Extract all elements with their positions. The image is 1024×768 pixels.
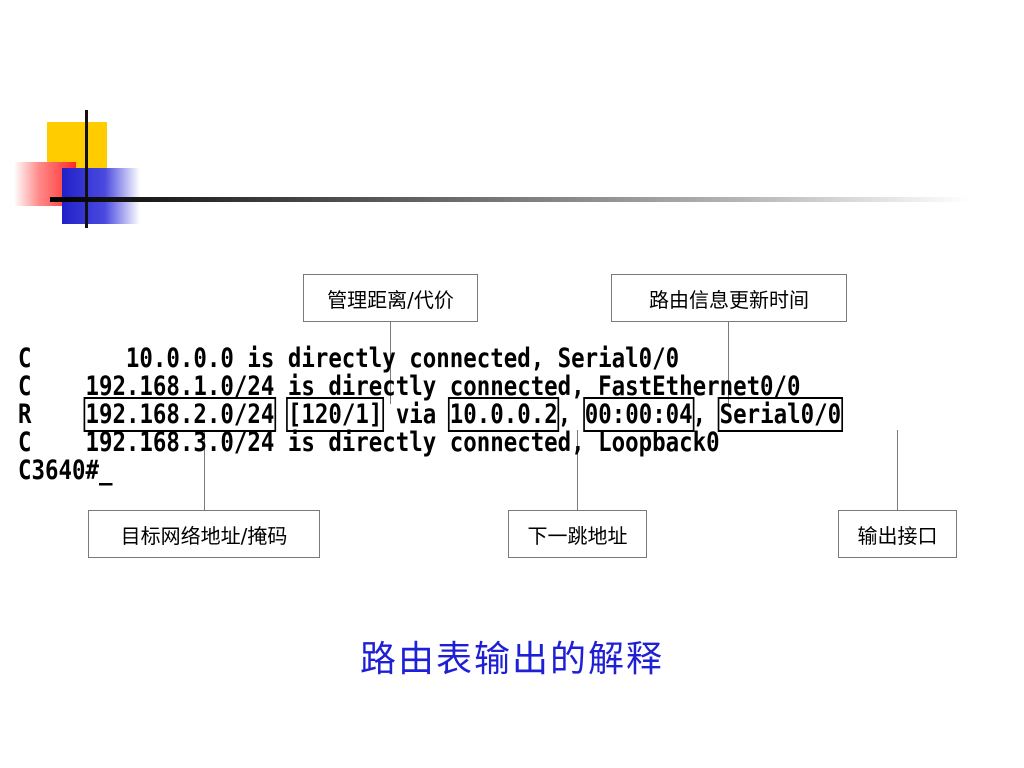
interface-highlight: Serial0/0 (717, 397, 843, 432)
next-hop-highlight: 10.0.0.2 (448, 397, 560, 432)
timer-highlight: 00:00:04 (583, 397, 695, 432)
route-code: R (18, 399, 32, 430)
route-line-1: C 10.0.0.0 is directly connected, Serial… (18, 343, 680, 374)
blue-gradient-decoration (62, 168, 140, 224)
metric-highlight: [120/1] (286, 397, 384, 432)
header-divider (50, 197, 970, 202)
callout-out-interface: 输出接口 (838, 510, 957, 558)
leader-update-time (728, 322, 729, 404)
route-line-2: C 192.168.1.0/24 is directly connected, … (18, 371, 801, 402)
leader-destination (204, 430, 205, 510)
callout-destination: 目标网络地址/掩码 (88, 510, 320, 558)
cli-prompt: C3640#_ (18, 455, 113, 486)
destination-network-highlight: 192.168.2.0/24 (83, 397, 277, 432)
route-line-3: R 192.168.2.0/24 [120/1] via 10.0.0.2, 0… (18, 397, 843, 432)
leader-out-interface (897, 430, 898, 510)
callout-admin-distance: 管理距离/代价 (303, 274, 478, 322)
via-keyword: via (395, 399, 437, 430)
route-line-4: C 192.168.3.0/24 is directly connected, … (18, 427, 720, 458)
leader-admin-distance (390, 322, 391, 404)
leader-next-hop (577, 430, 578, 510)
vertical-rule (85, 110, 88, 228)
slide-caption: 路由表输出的解释 (359, 639, 664, 680)
callout-next-hop: 下一跳地址 (508, 510, 647, 558)
callout-update-time: 路由信息更新时间 (611, 274, 847, 322)
